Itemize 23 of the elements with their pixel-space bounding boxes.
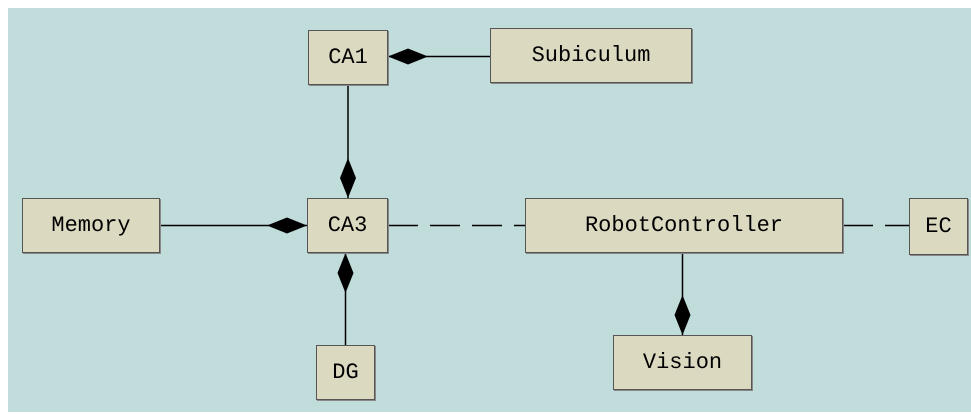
class-name: RobotController bbox=[584, 212, 784, 240]
class-box bbox=[316, 345, 375, 400]
class-name: Subiculum bbox=[532, 42, 650, 70]
dependency-line bbox=[388, 224, 525, 226]
class-box bbox=[490, 28, 692, 83]
class-name: EC bbox=[925, 213, 952, 241]
class-name: Memory bbox=[51, 212, 131, 240]
composition-connector bbox=[160, 218, 307, 234]
class-name: DG bbox=[332, 359, 359, 387]
class-box bbox=[307, 198, 388, 253]
class-name: Vision bbox=[642, 349, 722, 377]
composition-connector bbox=[674, 253, 690, 335]
class-box bbox=[525, 198, 843, 253]
class-box bbox=[22, 198, 160, 253]
class-name: CA3 bbox=[328, 212, 368, 240]
composition-connector bbox=[340, 85, 356, 198]
dependency-line bbox=[843, 224, 909, 226]
class-name: CA1 bbox=[328, 44, 368, 72]
composition-connector bbox=[388, 48, 490, 64]
class-box bbox=[308, 30, 388, 85]
class-box bbox=[909, 198, 968, 255]
class-box bbox=[613, 335, 752, 390]
composition-connector bbox=[338, 253, 354, 345]
